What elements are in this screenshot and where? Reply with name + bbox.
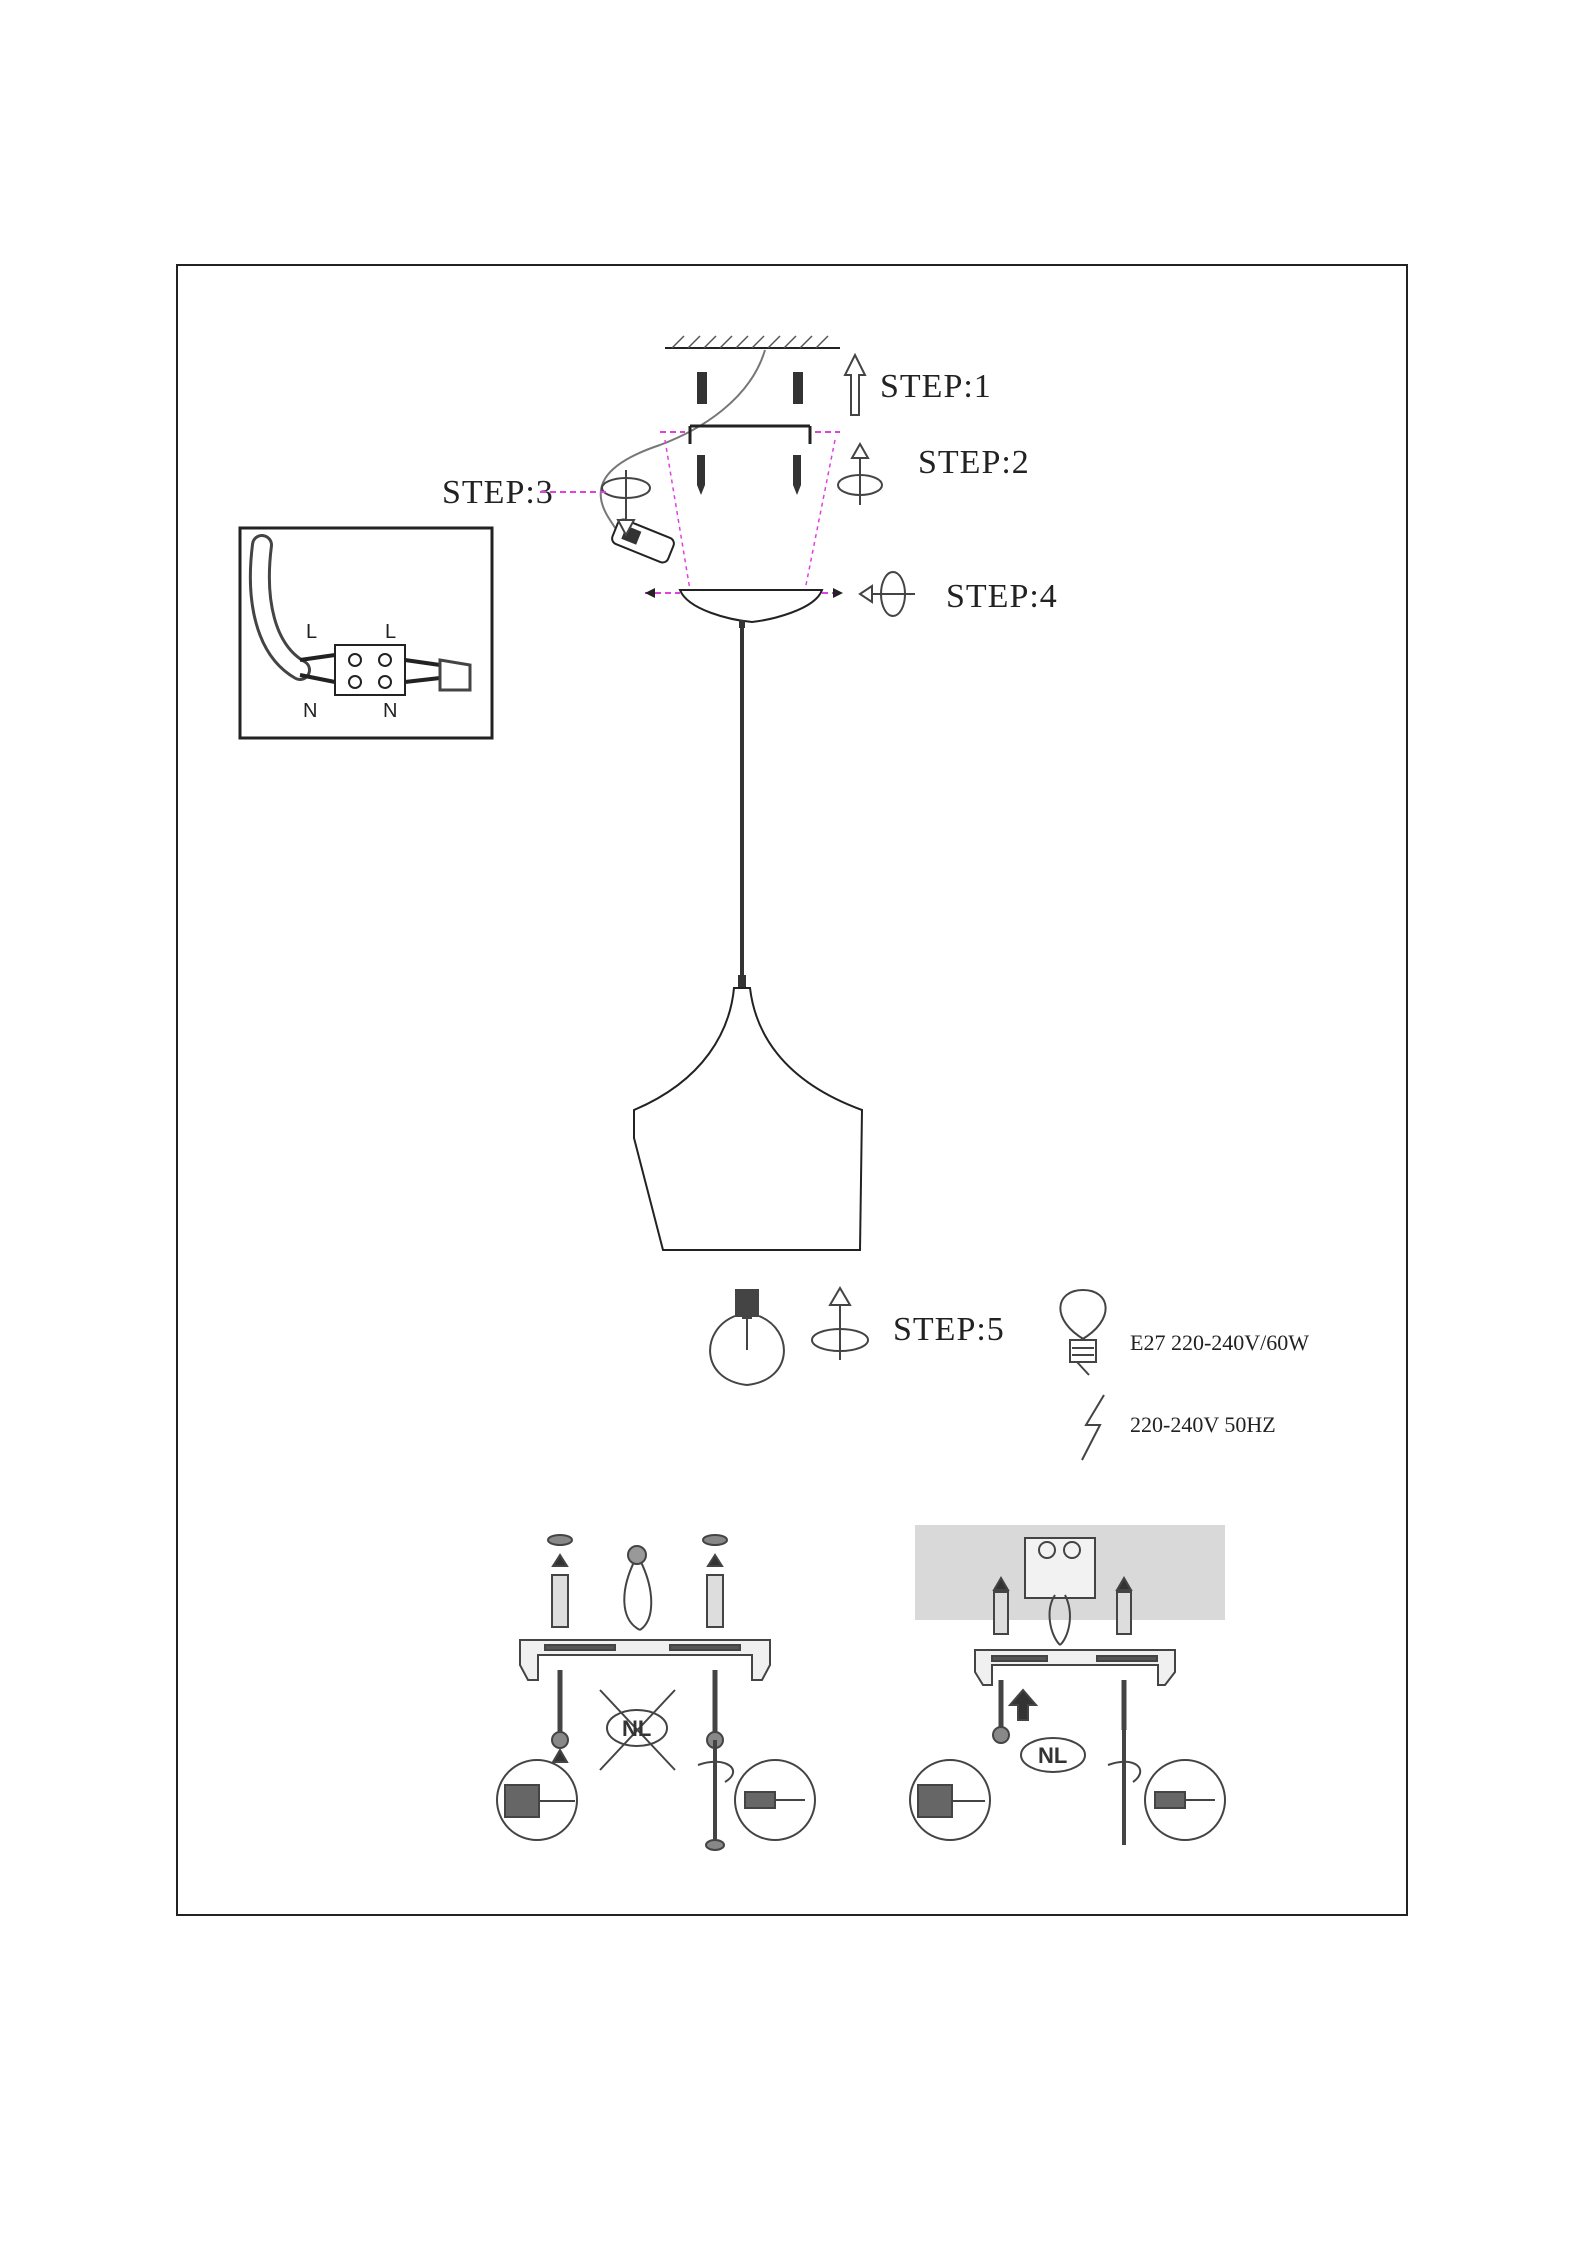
step3-label: STEP:3 — [442, 474, 554, 511]
wire-neutral-left: N — [303, 700, 317, 722]
step4-label: STEP:4 — [946, 578, 1058, 615]
wire-live-right: L — [385, 621, 396, 643]
wire-neutral-right: N — [383, 700, 397, 722]
step2-label: STEP:2 — [918, 444, 1030, 481]
power-spec: 220-240V 50HZ — [1130, 1412, 1276, 1437]
screwdriver-icon — [735, 1760, 815, 1840]
drill-icon — [910, 1760, 990, 1840]
ceiling-mount — [601, 336, 843, 622]
bulb-icon — [1060, 1290, 1105, 1375]
fitting-panel-left — [497, 1535, 815, 1850]
drill-icon — [497, 1760, 577, 1840]
wire-live-left: L — [306, 621, 317, 643]
wall-plug-left — [697, 372, 707, 404]
canopy-plate — [645, 588, 843, 622]
arrow-up-icon — [845, 355, 865, 415]
mounting-bracket — [660, 426, 840, 444]
step5-label: STEP:5 — [893, 1311, 1005, 1348]
screwdriver-icon — [1145, 1760, 1225, 1840]
lamp-shade — [634, 988, 862, 1250]
right-nl-badge: NL — [1038, 1743, 1067, 1768]
wiring-inset: L L N N — [240, 528, 492, 738]
screw-icon — [697, 455, 801, 495]
rotate-icon — [602, 470, 650, 535]
bulb-spec: E27 220-240V/60W — [1130, 1330, 1309, 1355]
fitting-panel-right — [910, 1525, 1225, 1845]
rotate-icon — [860, 572, 915, 616]
wall-plug-right — [793, 372, 803, 404]
left-nl-badge: NL — [622, 1716, 651, 1741]
bulb-icon — [710, 1290, 784, 1385]
pendant-cord — [738, 620, 746, 989]
rotate-icon — [838, 444, 882, 505]
rotate-icon — [812, 1288, 868, 1360]
lightning-icon — [1082, 1395, 1104, 1460]
step1-label: STEP:1 — [880, 368, 992, 405]
